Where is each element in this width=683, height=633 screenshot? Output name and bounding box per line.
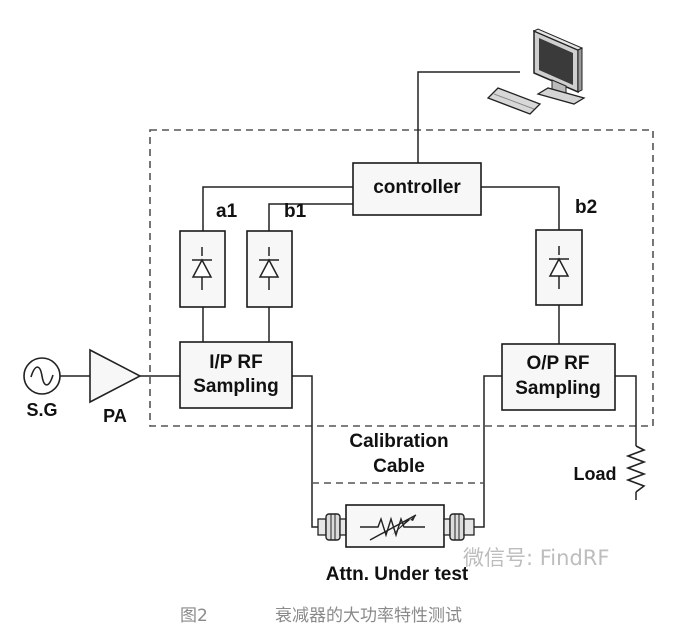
figure-number: 图2 — [180, 606, 208, 626]
ip-rf-sampling-box — [179, 341, 293, 409]
pa-amplifier-icon — [89, 348, 142, 404]
port-b1-label: b1 — [284, 201, 307, 222]
signal-generator-label: S.G — [26, 400, 57, 420]
controller-box — [352, 162, 482, 216]
calibration-line2: Cable — [373, 456, 425, 477]
figure-caption: 衰减器的大功率特性测试 — [275, 606, 462, 626]
ip-sampling-line2: Sampling — [193, 376, 279, 397]
pa-label: PA — [103, 406, 127, 426]
load-label: Load — [574, 464, 617, 484]
op-sampling-line1: O/P RF — [527, 353, 590, 374]
attenuator-dut — [317, 504, 475, 548]
port-b2-label: b2 — [575, 197, 597, 218]
detector-b1 — [246, 230, 293, 308]
dut-label: Attn. Under test — [326, 564, 469, 585]
system-boundary — [149, 129, 654, 427]
load-resistor-icon — [625, 445, 647, 493]
op-sampling-line2: Sampling — [515, 378, 601, 399]
detector-a1 — [179, 230, 226, 308]
controller-label: controller — [373, 177, 461, 198]
calibration-line1: Calibration — [349, 431, 448, 452]
port-a1-label: a1 — [216, 201, 238, 222]
wiring — [60, 71, 637, 528]
signal-generator — [23, 357, 61, 395]
detector-b2 — [535, 229, 583, 306]
op-rf-sampling-box — [501, 343, 616, 411]
watermark-text: 微信号: FindRF — [463, 546, 609, 570]
ip-sampling-line1: I/P RF — [209, 352, 263, 373]
computer-icon — [486, 28, 586, 115]
